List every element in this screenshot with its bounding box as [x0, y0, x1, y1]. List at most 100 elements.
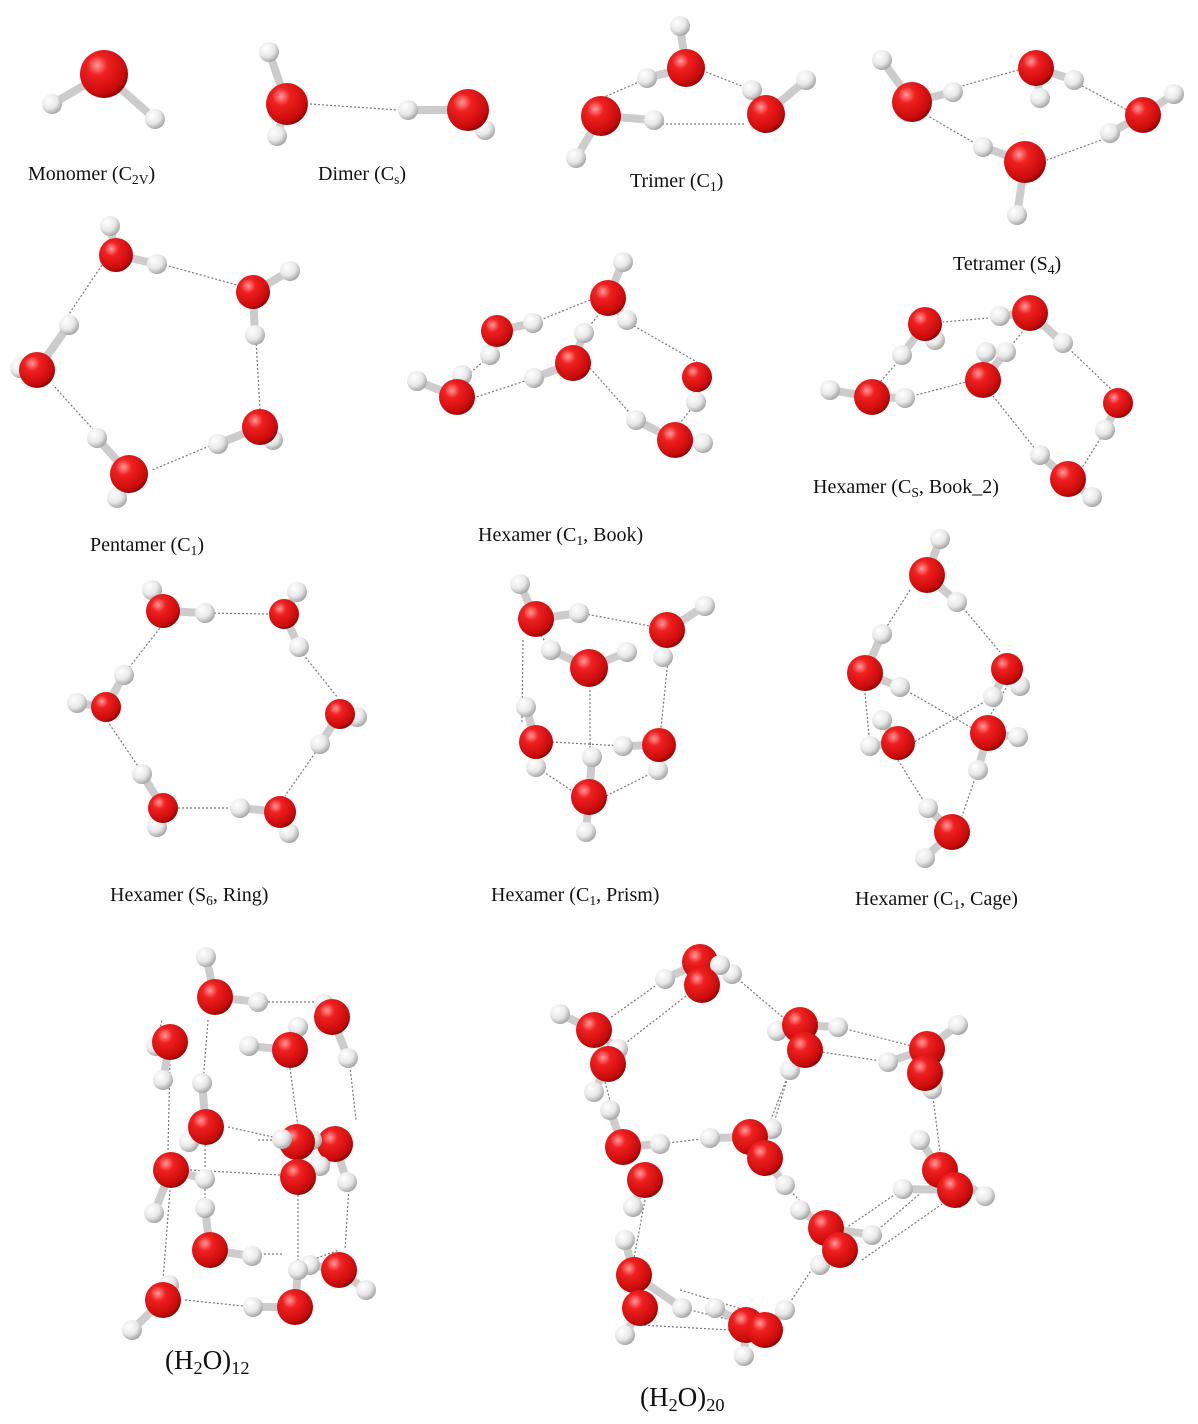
oxygen-atom	[1103, 388, 1133, 418]
hydrogen-atom	[672, 1298, 692, 1318]
hydrogen-bond	[1074, 81, 1128, 111]
hydrogen-atom	[644, 110, 664, 130]
hydrogen-atom	[144, 1203, 164, 1223]
hydrogen-bond	[881, 589, 911, 635]
hydrogen-bond	[904, 381, 967, 399]
hydrogen-atom	[480, 345, 500, 365]
hydrogen-bond	[837, 1026, 913, 1047]
oxygen-atom	[110, 455, 148, 493]
oxygen-atom	[892, 82, 932, 122]
hydrogen-atom	[872, 624, 892, 644]
hydrogen-atom	[100, 216, 120, 236]
label-trimer: Trimer (C1)	[630, 170, 724, 194]
oxygen-atom	[854, 379, 890, 415]
hydrogen-atom	[289, 637, 309, 657]
oxygen-atom	[314, 999, 350, 1035]
hydrogen-atom	[526, 757, 546, 777]
hydrogen-atom	[872, 50, 892, 70]
hydrogen-atom	[975, 1186, 995, 1206]
hydrogen-atom	[310, 734, 330, 754]
hydrogen-bond	[189, 1169, 281, 1176]
hydrogen-atom	[893, 1179, 913, 1199]
hydrogen-bond	[954, 69, 1019, 89]
hydrogen-atom	[107, 488, 127, 508]
hydrogen-bond	[344, 1185, 350, 1251]
hydrogen-atom	[996, 342, 1016, 362]
hydrogen-bond	[164, 264, 238, 286]
label-monomer: Monomer (C2V)	[28, 163, 156, 187]
oxygen-atom	[145, 1282, 181, 1318]
hydrogen-atom	[208, 434, 228, 454]
hydrogen-atom	[700, 1128, 720, 1148]
hydrogen-bond	[184, 1299, 254, 1308]
label-hexamer-book2: Hexamer (CS, Book_2)	[813, 476, 999, 500]
oxygen-atom	[264, 796, 296, 828]
label-dimer: Dimer (Cs)	[318, 163, 407, 187]
hydrogen-atom	[623, 1197, 643, 1217]
hydrogen-bond	[913, 696, 994, 743]
hydrogen-atom	[1095, 420, 1115, 440]
hydrogen-atom	[230, 798, 250, 818]
hydrogen-atom	[569, 603, 589, 623]
hydrogen-atom	[1064, 70, 1084, 90]
oxygen-atom	[519, 725, 553, 759]
oxygen-atom	[682, 362, 712, 392]
hydrogen-bond	[167, 1059, 171, 1151]
hydrogen-atom	[195, 1198, 215, 1218]
oxygen-atom	[1125, 97, 1161, 133]
oxygen-atom	[1012, 295, 1048, 331]
label-hexamer-prism: Hexamer (C1, Prism)	[491, 884, 660, 908]
oxygen-atom	[269, 599, 299, 629]
hydrogen-atom	[524, 368, 544, 388]
label-pentamer: Pentamer (C1)	[90, 534, 205, 558]
label-hexamer-ring: Hexamer (S6, Ring)	[110, 884, 269, 908]
hydrogen-atom	[910, 1130, 930, 1150]
oxygen-atom	[153, 1152, 189, 1188]
hydrogen-atom	[87, 428, 107, 448]
oxygen-atom	[627, 1162, 663, 1198]
oxygen-atom	[909, 557, 945, 593]
oxygen-atom	[622, 1290, 658, 1326]
hydrogen-atom	[655, 969, 675, 989]
oxygen-atom	[242, 409, 278, 445]
hydrogen-atom	[872, 710, 892, 730]
hydrogen-atom	[600, 1100, 620, 1120]
oxygen-atom	[934, 814, 970, 850]
oxygen-atom	[146, 594, 180, 628]
hydrogen-atom	[775, 1300, 795, 1320]
oxygen-atom	[19, 352, 55, 388]
hydrogen-atom	[550, 1004, 570, 1024]
hydrogen-atom	[239, 1036, 259, 1056]
hydrogen-atom	[990, 306, 1010, 326]
hydrogen-atom	[615, 1325, 635, 1345]
hydrogen-bond	[871, 1184, 931, 1236]
atom-layer	[10, 16, 1184, 1366]
hydrogen-atom	[267, 126, 287, 146]
oxygen-atom	[747, 95, 785, 133]
hydrogen-atom	[1030, 445, 1050, 465]
oxygen-atom	[481, 315, 513, 347]
hydrogen-bond	[535, 766, 575, 793]
hydrogen-atom	[516, 697, 536, 717]
hydrogen-atom	[132, 764, 152, 784]
hydrogen-atom	[59, 315, 79, 335]
oxygen-atom	[188, 1109, 224, 1145]
hydrogen-bond	[579, 612, 651, 627]
hydrogen-bond	[205, 612, 269, 615]
hydrogen-bond	[845, 1188, 904, 1229]
hydrogen-bond	[162, 1189, 171, 1281]
hydrogen-atom	[279, 823, 299, 843]
hydrogen-atom	[541, 640, 561, 660]
hydrogen-atom	[338, 1048, 358, 1068]
hydrogen-atom	[582, 747, 602, 767]
hydrogen-atom	[576, 822, 596, 842]
oxygen-atom	[192, 1232, 228, 1268]
hydrogen-bond	[309, 103, 399, 111]
hydrogen-bond	[1081, 430, 1106, 469]
hydrogen-atom	[142, 580, 162, 600]
hydrogen-bond	[617, 984, 701, 1050]
hydrogen-atom	[574, 323, 594, 343]
hydrogen-atom	[637, 68, 657, 88]
hydrogen-atom	[613, 252, 633, 272]
hydrogen-bond	[64, 261, 105, 321]
